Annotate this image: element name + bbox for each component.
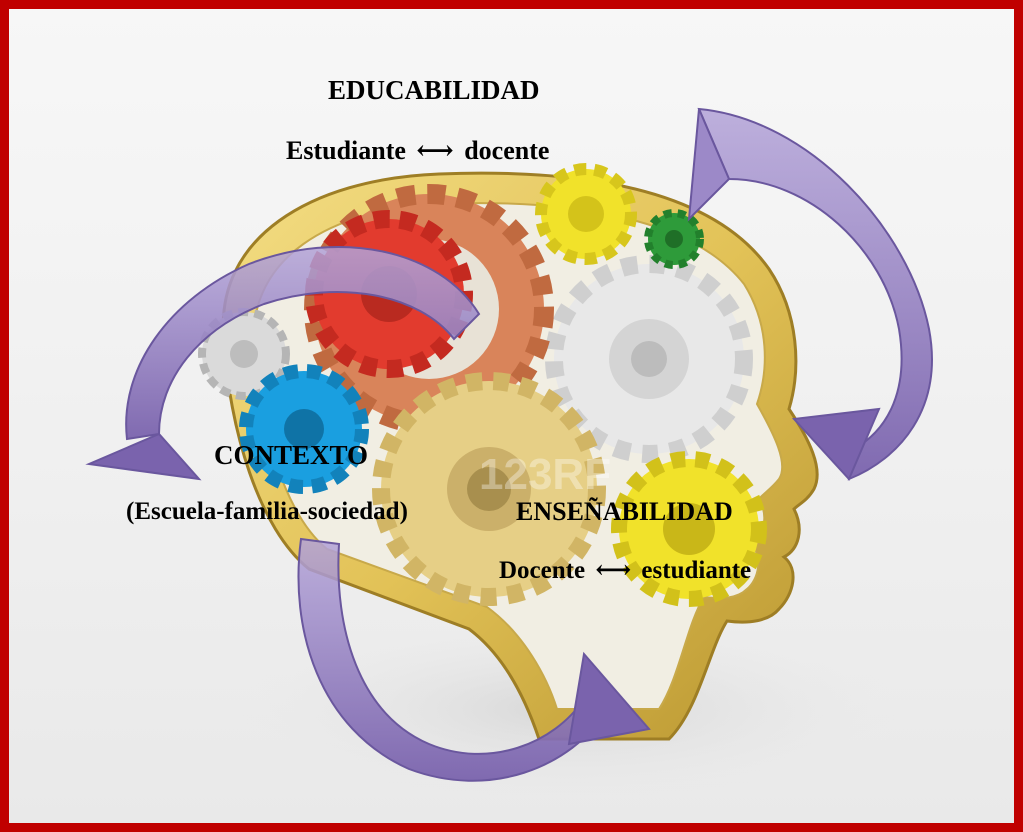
left-right-arrow-icon: ⟷	[595, 558, 631, 583]
label-estudiante-docente: Estudiante ⟷ docente	[286, 138, 549, 164]
label-docente: docente	[464, 136, 549, 165]
illustration: 123RF	[9, 9, 1014, 823]
label-ensenabilidad: ENSEÑABILIDAD	[516, 499, 733, 525]
label-docente-cap: Docente	[499, 557, 585, 584]
gear-white-large	[554, 264, 744, 454]
gear-green	[648, 213, 700, 265]
label-contexto: CONTEXTO	[214, 442, 368, 469]
label-estudiante-lower: estudiante	[641, 557, 751, 584]
watermark-text: 123RF	[479, 450, 611, 499]
label-contexto-sub: (Escuela-familia-sociedad)	[126, 499, 408, 524]
gear-yellow-top	[541, 169, 631, 259]
label-docente-estudiante: Docente ⟷ estudiante	[499, 558, 751, 583]
label-estudiante: Estudiante	[286, 136, 406, 165]
left-right-arrow-icon: ⟷	[416, 138, 453, 164]
label-educabilidad: EDUCABILIDAD	[328, 77, 540, 104]
